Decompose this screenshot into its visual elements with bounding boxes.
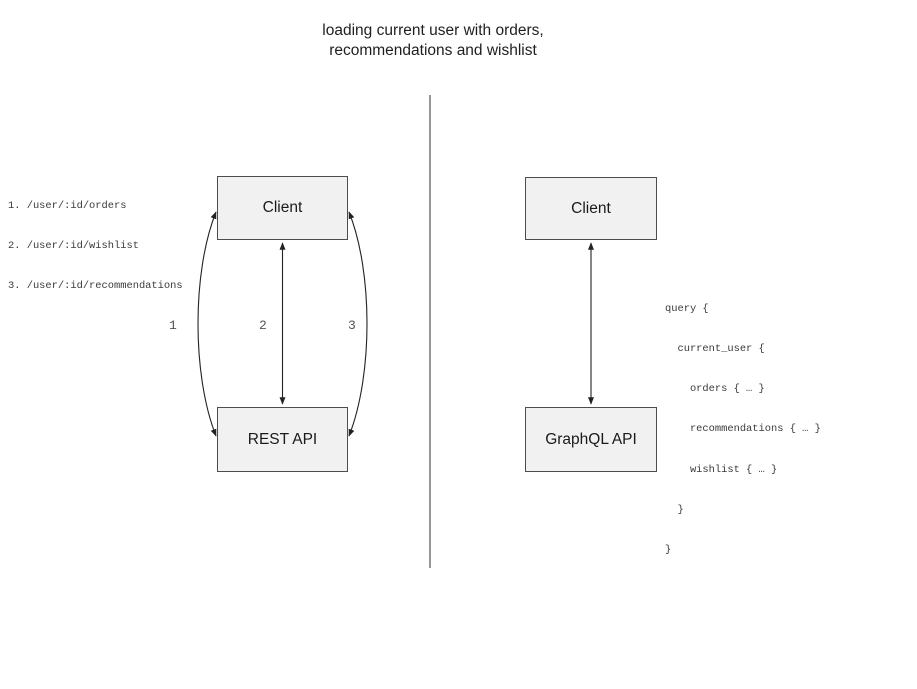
endpoint-line-3: 3. /user/:id/recommendations [8, 280, 183, 293]
endpoint-line-2: 2. /user/:id/wishlist [8, 240, 139, 253]
client-node-graphql-label: Client [571, 199, 611, 217]
arrow-label-3: 3 [348, 318, 356, 333]
endpoint-line-1: 1. /user/:id/orders [8, 199, 127, 212]
arrow-label-2: 2 [259, 318, 267, 333]
rest-api-node-label: REST API [247, 430, 318, 448]
rest-api-node: REST API [217, 407, 348, 472]
query-line-6: } [665, 503, 684, 516]
query-line-7: } [665, 544, 672, 557]
query-line-5: wishlist { … } [665, 463, 778, 476]
query-line-4: recommendations { … } [665, 423, 821, 436]
diagram-title: loading current user with orders, recomm… [133, 21, 733, 60]
diagram-title-line1: loading current user with orders, [322, 22, 544, 39]
graphql-api-node: GraphQL API [525, 407, 657, 472]
rest-arrow-3 [348, 211, 368, 437]
arrow-label-1: 1 [169, 318, 177, 333]
diagram-title-line2: recommendations and wishlist [329, 41, 537, 59]
query-line-2: current_user { [665, 343, 765, 356]
query-line-1: query { [665, 302, 709, 315]
graphql-query-block: query { current_user { orders { … } reco… [665, 276, 821, 584]
query-line-3: orders { … } [665, 383, 765, 396]
rest-endpoints-list: 1. /user/:id/orders 2. /user/:id/wishlis… [8, 173, 183, 320]
client-node-graphql: Client [525, 177, 657, 240]
graphql-api-node-label: GraphQL API [545, 430, 637, 448]
client-node-rest-label: Client [262, 199, 303, 216]
client-node-rest: Client [217, 176, 348, 240]
rest-arrow-1 [197, 211, 217, 437]
